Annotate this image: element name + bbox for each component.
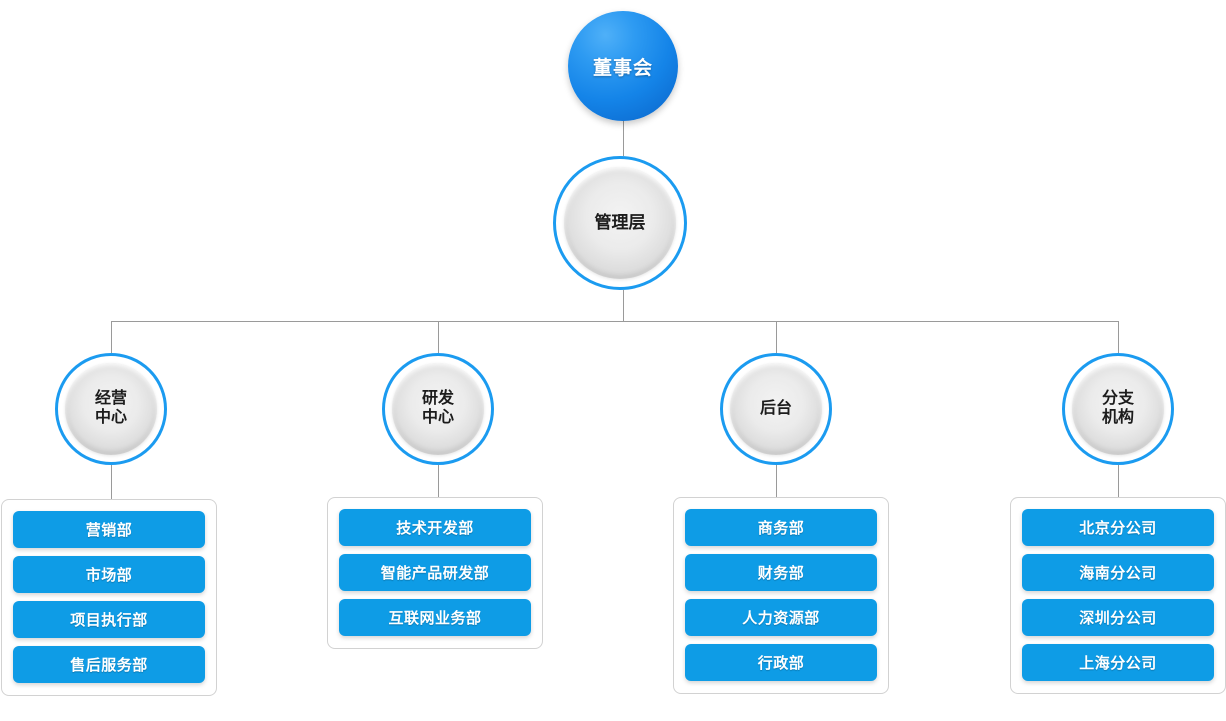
department-box-branches: 北京分公司 海南分公司 深圳分公司 上海分公司 — [1010, 497, 1226, 694]
node-unit-branches-disc: 分支 机构 — [1072, 363, 1164, 455]
node-unit-back-office-disc: 后台 — [730, 363, 822, 455]
department-item[interactable]: 人力资源部 — [685, 599, 877, 636]
connector-horizontal-bus — [111, 321, 1119, 322]
connector-management-to-bus — [623, 290, 624, 322]
connector-unit-4-to-departments — [1118, 465, 1119, 497]
department-box-back-office: 商务部 财务部 人力资源部 行政部 — [673, 497, 889, 694]
node-unit-rd-center-disc: 研发 中心 — [392, 363, 484, 455]
connector-bus-to-unit-2 — [438, 321, 439, 353]
department-item[interactable]: 北京分公司 — [1022, 509, 1214, 546]
node-unit-operations-center-disc: 经营 中心 — [65, 363, 157, 455]
node-management-disc: 管理层 — [564, 167, 676, 279]
department-item[interactable]: 项目执行部 — [13, 601, 205, 638]
node-board-of-directors[interactable]: 董事会 — [568, 11, 678, 121]
node-unit-branches-label: 分支 机构 — [1101, 390, 1134, 426]
node-unit-back-office-label: 后台 — [759, 399, 792, 417]
node-unit-operations-center[interactable]: 经营 中心 — [55, 353, 167, 465]
department-item[interactable]: 商务部 — [685, 509, 877, 546]
connector-bus-to-unit-1 — [111, 321, 112, 353]
node-board-of-directors-label: 董事会 — [592, 57, 653, 79]
department-item[interactable]: 财务部 — [685, 554, 877, 591]
department-item[interactable]: 上海分公司 — [1022, 644, 1214, 681]
department-box-rd-center: 技术开发部 智能产品研发部 互联网业务部 — [327, 497, 543, 649]
connector-unit-2-to-departments — [438, 465, 439, 497]
node-unit-operations-center-label: 经营 中心 — [94, 390, 127, 426]
department-item[interactable]: 互联网业务部 — [339, 599, 531, 636]
node-management-label: 管理层 — [594, 213, 646, 233]
department-item[interactable]: 深圳分公司 — [1022, 599, 1214, 636]
connector-bus-to-unit-4 — [1118, 321, 1119, 353]
department-item[interactable]: 营销部 — [13, 511, 205, 548]
department-item[interactable]: 智能产品研发部 — [339, 554, 531, 591]
node-unit-rd-center[interactable]: 研发 中心 — [382, 353, 494, 465]
department-item[interactable]: 售后服务部 — [13, 646, 205, 683]
node-unit-back-office[interactable]: 后台 — [720, 353, 832, 465]
node-unit-rd-center-label: 研发 中心 — [421, 390, 454, 426]
department-item[interactable]: 海南分公司 — [1022, 554, 1214, 591]
department-item[interactable]: 行政部 — [685, 644, 877, 681]
department-item[interactable]: 市场部 — [13, 556, 205, 593]
connector-bus-to-unit-3 — [776, 321, 777, 353]
connector-root-to-management — [623, 120, 624, 156]
department-item[interactable]: 技术开发部 — [339, 509, 531, 546]
node-unit-branches[interactable]: 分支 机构 — [1062, 353, 1174, 465]
node-management[interactable]: 管理层 — [553, 156, 687, 290]
department-box-operations-center: 营销部 市场部 项目执行部 售后服务部 — [1, 499, 217, 696]
connector-unit-1-to-departments — [111, 465, 112, 499]
connector-unit-3-to-departments — [776, 465, 777, 497]
